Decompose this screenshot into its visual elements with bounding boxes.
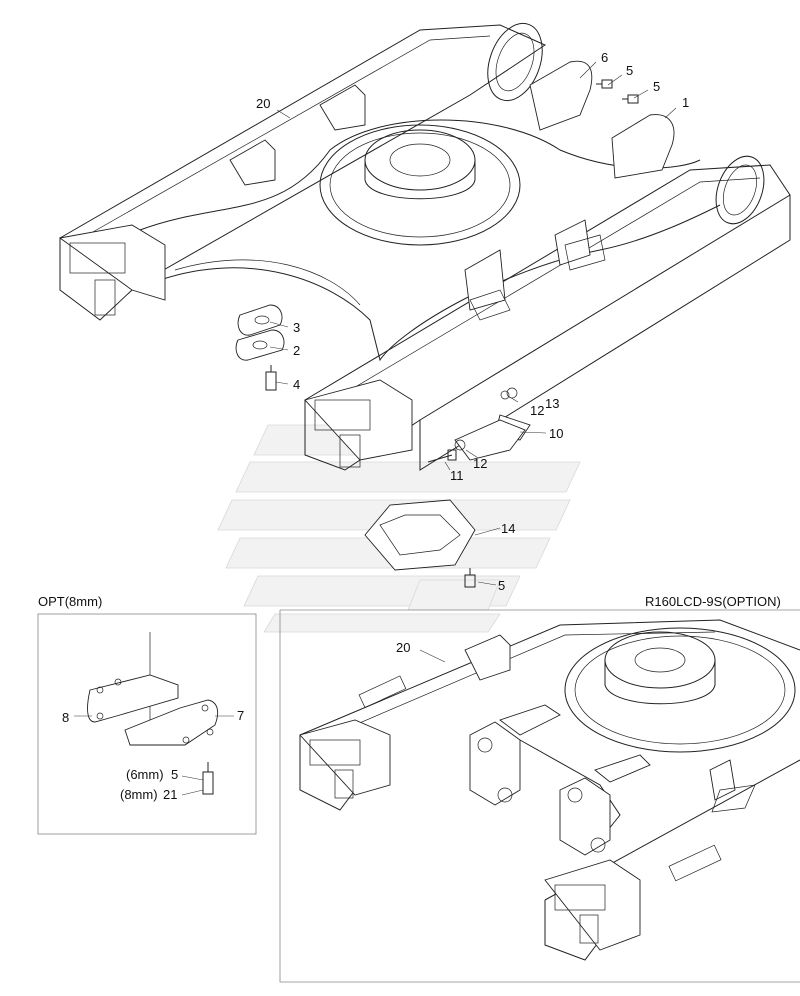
- leader-lines: [269, 61, 677, 586]
- opt-panel-title: OPT(8mm): [38, 594, 102, 609]
- callout-11: 11: [450, 468, 464, 483]
- callout-12-a: 12: [530, 403, 544, 418]
- bolt-8mm-label: (8mm): [120, 787, 158, 802]
- option-panel: [279, 609, 800, 983]
- opt-panel-text: OPT(8mm) 7 8 (6mm) 5 (8mm) 21: [38, 594, 244, 802]
- callout-13: 13: [545, 396, 559, 411]
- callout-6: 6: [601, 50, 608, 65]
- callout-5-c: 5: [498, 578, 505, 593]
- cover-plates: [529, 60, 675, 179]
- bolt-8mm-number: 21: [163, 787, 177, 802]
- option-panel-title: R160LCD-9S(OPTION): [645, 594, 781, 609]
- opt-panel: [37, 613, 257, 835]
- main-frame: [58, 22, 791, 471]
- callout-8: 8: [62, 710, 69, 725]
- callout-5-a: 5: [626, 63, 633, 78]
- callout-10: 10: [549, 426, 563, 441]
- callout-1: 1: [682, 95, 689, 110]
- callout-7: 7: [237, 708, 244, 723]
- bolt-6mm-number: 5: [171, 767, 178, 782]
- bolt-6mm-label: (6mm): [126, 767, 164, 782]
- callout-4: 4: [293, 377, 300, 392]
- callout-20-b: 20: [396, 640, 410, 655]
- bracket-parts: [427, 387, 531, 463]
- callout-5-b: 5: [653, 79, 660, 94]
- callout-20-a: 20: [256, 96, 270, 111]
- callout-3: 3: [293, 320, 300, 335]
- callout-12-b: 12: [473, 456, 487, 471]
- callout-numbers: 1 2 3 4 5 5 5 6 10 11 12 12 13 14 20 20: [256, 50, 689, 655]
- callout-2: 2: [293, 343, 300, 358]
- shim-parts: [235, 304, 285, 391]
- bottom-cover: [364, 499, 476, 588]
- callout-14: 14: [501, 521, 515, 536]
